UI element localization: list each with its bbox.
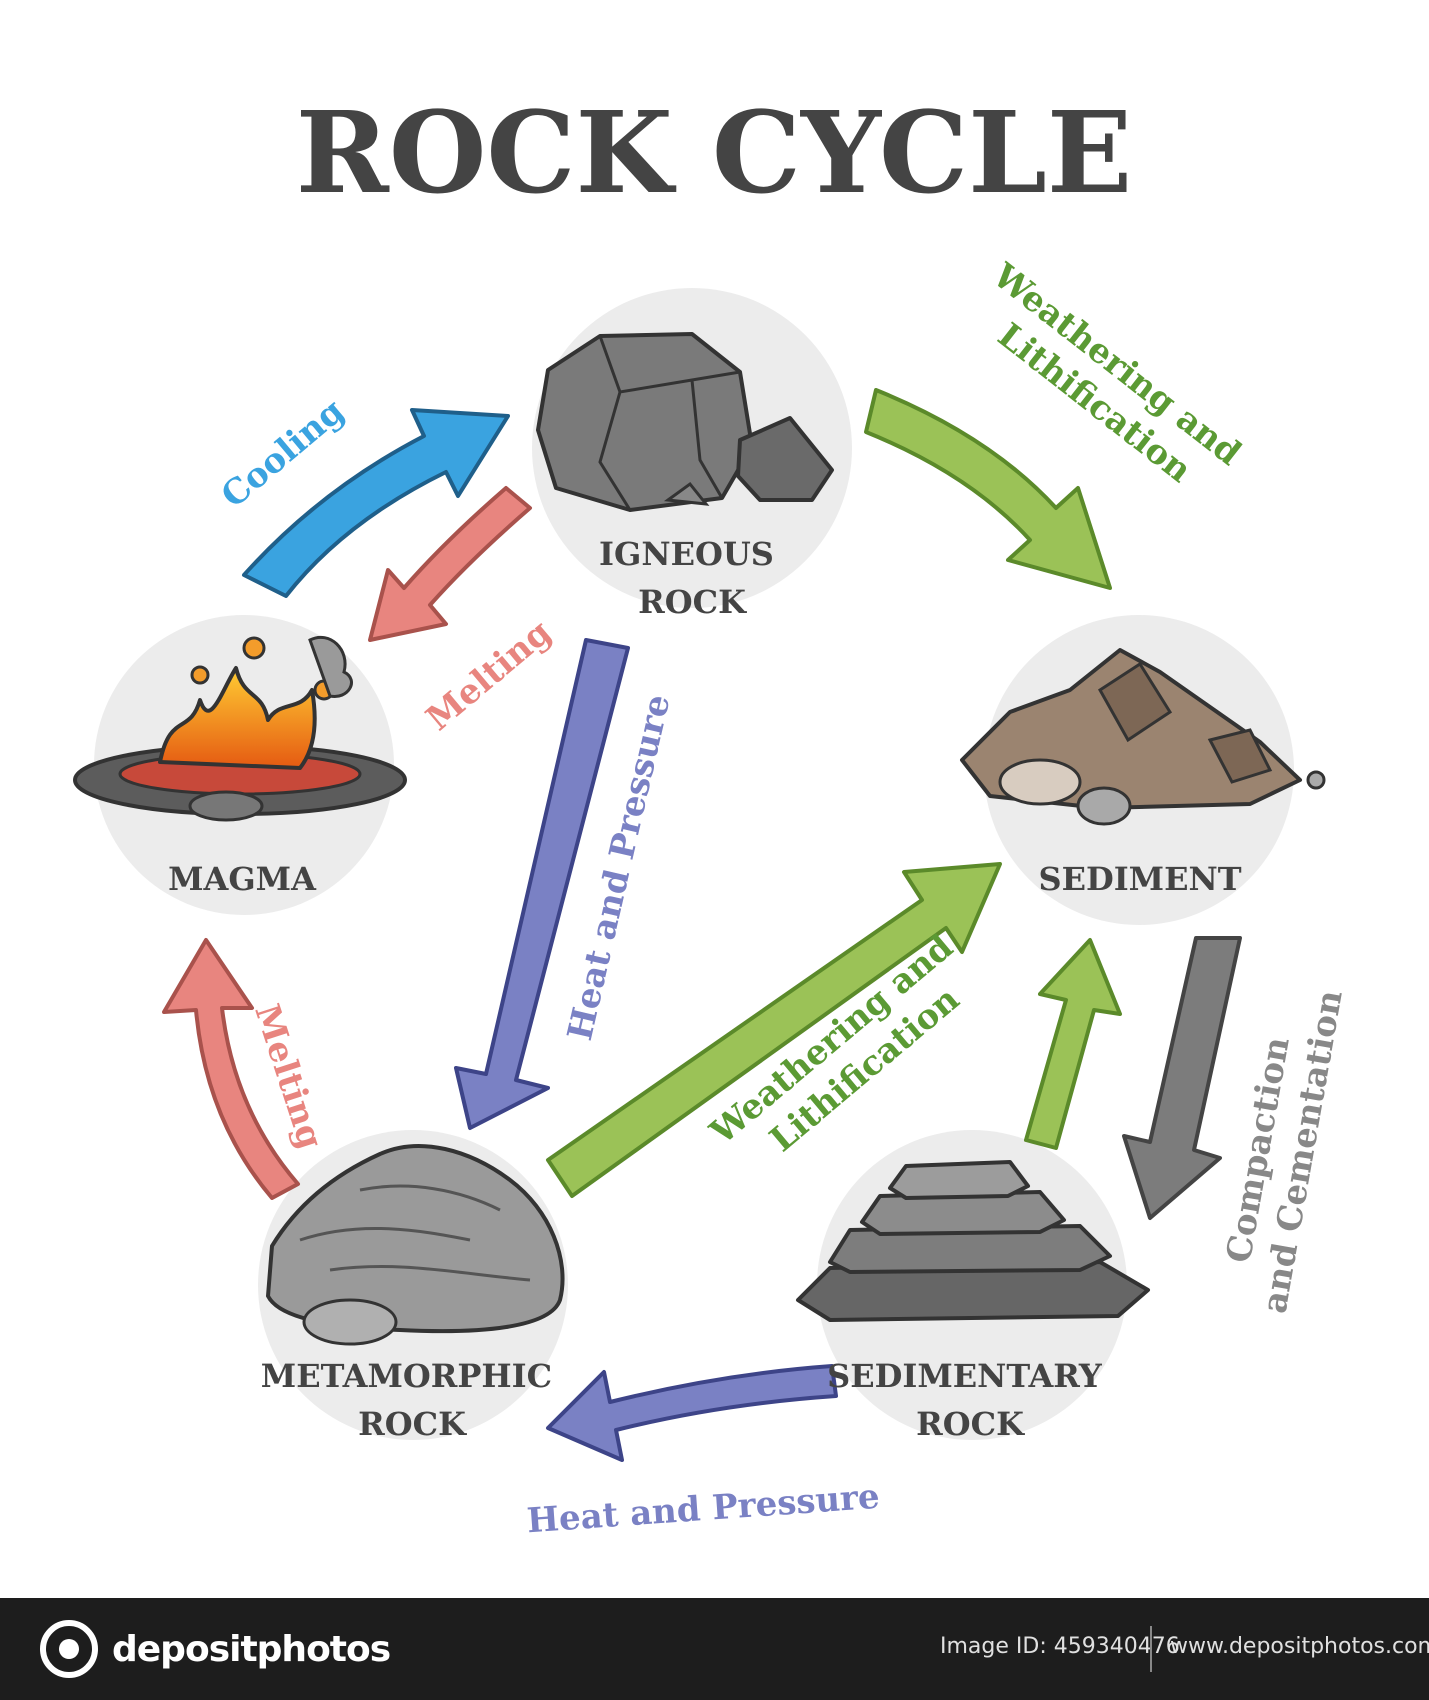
magma-label: MAGMA <box>168 860 317 898</box>
compaction-label: Compaction and Cementation <box>1211 979 1351 1316</box>
page-title: ROCK CYCLE <box>296 88 1133 219</box>
sediment-label: SEDIMENT <box>1038 860 1241 898</box>
depositphotos-logo[interactable]: depositphotos <box>40 1620 391 1678</box>
melting-arrow-top <box>368 486 532 642</box>
cooling-arrow <box>242 408 510 598</box>
logo-text: depositphotos <box>112 1628 391 1670</box>
weathering-arrow-center <box>546 862 1002 1198</box>
igneous-rock-label: IGNEOUS ROCK <box>599 535 785 621</box>
sedimentary-rock-label: SEDIMENTARY ROCK <box>827 1357 1113 1443</box>
image-id: Image ID: 459340476 <box>940 1634 1180 1659</box>
igneous-rock-icon <box>536 332 834 512</box>
heat-pressure-arrow-center <box>454 638 630 1130</box>
depositphotos-logo-icon <box>40 1620 98 1678</box>
metamorphic-rock-icon <box>266 1144 565 1346</box>
rock-cycle-diagram: ROCK CYCLE <box>73 88 1351 1542</box>
heat-pressure-arrow-bottom <box>546 1364 838 1462</box>
footer-bar: depositphotos Image ID: 459340476 www.de… <box>0 1598 1429 1700</box>
melting-label-top: Melting <box>419 612 559 739</box>
footer-divider <box>1150 1626 1152 1672</box>
compaction-arrow <box>1122 936 1242 1220</box>
sediment-icon <box>960 648 1326 826</box>
heat-pressure-label-bottom: Heat and Pressure <box>526 1477 881 1542</box>
melting-arrow-left <box>162 938 300 1200</box>
weathering-arrow-right <box>1024 938 1122 1150</box>
metamorphic-rock-label: METAMORPHIC ROCK <box>261 1357 563 1443</box>
site-url[interactable]: www.depositphotos.com <box>1170 1634 1429 1659</box>
magma-icon <box>73 635 407 822</box>
sedimentary-rock-icon <box>796 1160 1150 1322</box>
weathering-arrow-top <box>864 388 1112 590</box>
